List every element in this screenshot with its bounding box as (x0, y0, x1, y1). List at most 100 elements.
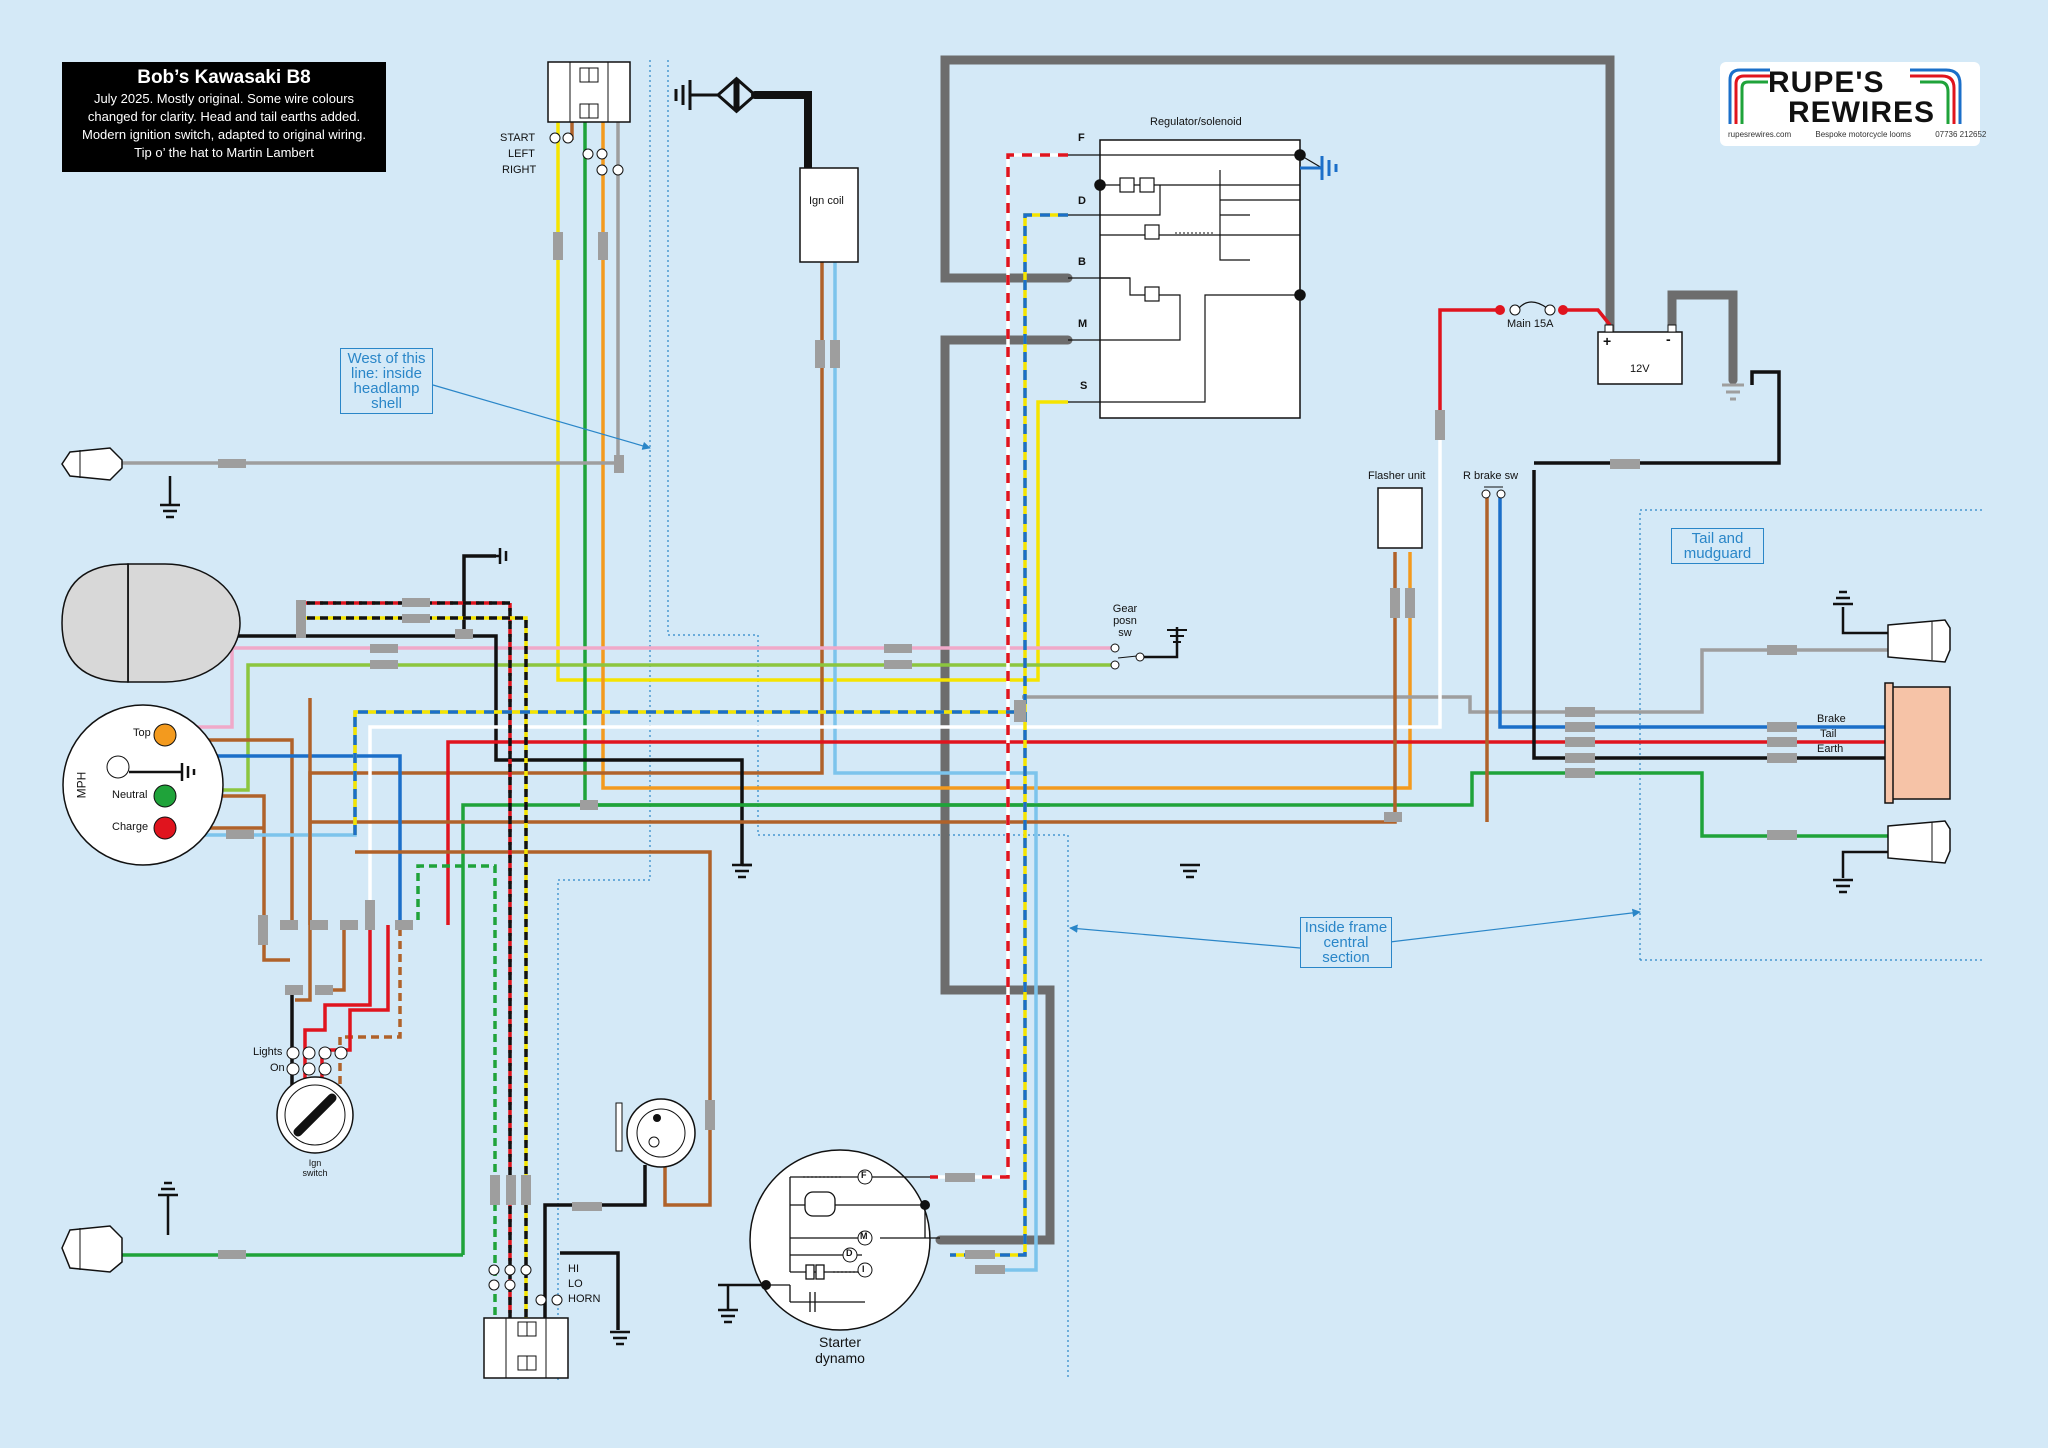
earth-icon (1833, 850, 1888, 894)
ignition-ht (674, 76, 812, 172)
ign-switch-label: Ign switch (302, 1158, 328, 1178)
connector (553, 232, 563, 260)
connector (218, 1250, 246, 1259)
description-line: Modern ignition switch, adapted to origi… (82, 127, 366, 142)
ign-lights-label: Lights (253, 1046, 283, 1058)
logo-name-line1: RUPE'S (1768, 66, 1885, 99)
battery-earth (1722, 383, 1744, 401)
speedometer (62, 704, 224, 866)
connector (1014, 700, 1026, 722)
connector (395, 920, 413, 930)
wire-brown-speedo-top (170, 738, 294, 925)
main-fuse (1495, 301, 1568, 316)
connector (258, 915, 268, 945)
wire-yellow-start (556, 100, 1068, 682)
connector (340, 920, 358, 930)
title-box: Bob’s Kawasaki B8 July 2025. Mostly orig… (62, 62, 386, 172)
wire-brown-horn (355, 850, 712, 1207)
description-line: July 2025. Mostly original. Some wire co… (93, 91, 355, 106)
gear-position-switch-label: Gear posn sw (1112, 603, 1138, 639)
dynamo-d-label: D (846, 1248, 853, 1258)
speedo-mph-label: MPH (74, 771, 89, 799)
connector (365, 900, 375, 930)
horn-lo-label: LO (568, 1278, 583, 1290)
regulator-label: Regulator/solenoid (1150, 116, 1242, 128)
wires (122, 100, 1888, 1330)
headlamp (61, 563, 241, 683)
rear-indicator-upper (1887, 619, 1951, 663)
wire-white-flasher (368, 420, 1442, 920)
connector (370, 660, 398, 669)
earth-icon (610, 1330, 630, 1346)
connector (572, 1202, 602, 1211)
frame-boundary-upper (667, 60, 1069, 1380)
connectors (218, 232, 1797, 1274)
connector (296, 600, 306, 638)
wire-black-earth-up (462, 554, 496, 636)
wire-black-battery-earth (1534, 370, 1781, 465)
earth-icon (1833, 590, 1888, 635)
tail-brake-label: Brake (1817, 713, 1846, 725)
connector (1565, 768, 1595, 778)
wire-black-yellow-dip (302, 616, 528, 1318)
connector (521, 1175, 531, 1205)
wire-black-red-dip-b (302, 601, 512, 1318)
battery-label: 12V (1630, 363, 1650, 375)
wire-blue-yellow-cross-b (353, 710, 1022, 835)
connector (1767, 753, 1797, 763)
diagram-title: Bob’s Kawasaki B8 (137, 67, 311, 88)
battery-minus-label: - (1666, 331, 1671, 347)
earth-symbols (158, 476, 1888, 1346)
dip-switch (483, 1264, 569, 1379)
ignition-switch (276, 1046, 354, 1154)
connector (226, 830, 254, 839)
speedo-neutral-label: Neutral (112, 789, 148, 801)
reg-m-label: M (1078, 318, 1088, 330)
wire-black-headlamp (192, 634, 744, 865)
wire-blue-speedo (128, 754, 402, 925)
wire-red-battery2 (1563, 308, 1612, 327)
description-line: Tip o’ the hat to Martin Lambert (134, 145, 314, 160)
wire-red-battery (1438, 308, 1500, 420)
starter-dynamo (749, 1149, 940, 1331)
right-label: RIGHT (502, 164, 537, 176)
rear-indicator-lower (1887, 820, 1951, 864)
connector (1565, 753, 1595, 763)
connector (1565, 722, 1595, 732)
heavy-cables (935, 55, 1738, 1245)
connector (614, 455, 624, 473)
earth-icon (464, 548, 508, 564)
ignition-coil (799, 167, 859, 263)
dynamo-f-label: F (861, 1170, 867, 1180)
connector (1565, 737, 1595, 747)
connector (1767, 830, 1797, 840)
wire-lightblue-ign-coil (833, 262, 1038, 1272)
headlamp-shell-boundary (557, 60, 651, 1380)
horn-horn-label: HORN (568, 1293, 601, 1305)
neutral-lamp (153, 784, 177, 808)
battery (1597, 324, 1683, 385)
flasher-unit (1377, 487, 1423, 549)
speedo-top-label: Top (133, 727, 151, 739)
tail-tail-label: Tail (1820, 728, 1837, 740)
starter-dynamo-label: Starter dynamo (815, 1334, 865, 1366)
connector (1390, 588, 1400, 618)
connector (315, 985, 333, 995)
charge-lamp (153, 816, 177, 840)
connector (1767, 645, 1797, 655)
wire-red-ign (303, 925, 372, 1085)
tail-earth-label: Earth (1817, 743, 1844, 755)
description-line: changed for clarity. Head and tail earth… (87, 109, 361, 124)
connector (815, 340, 825, 368)
connector (1384, 812, 1402, 822)
dynamo-m-label: M (860, 1231, 868, 1241)
connector (310, 920, 328, 930)
speedo-charge-label: Charge (112, 821, 149, 833)
reg-b-label: B (1078, 256, 1086, 268)
wire-grey-tail-lamp (1022, 648, 1888, 714)
zone-boundaries (557, 60, 1985, 1380)
connector (705, 1100, 715, 1130)
rupes-rewires-logo: RUPE'S REWIRES rupesrewires.com Bespoke … (1720, 62, 1986, 146)
connector (285, 985, 303, 995)
connector (506, 1175, 516, 1205)
